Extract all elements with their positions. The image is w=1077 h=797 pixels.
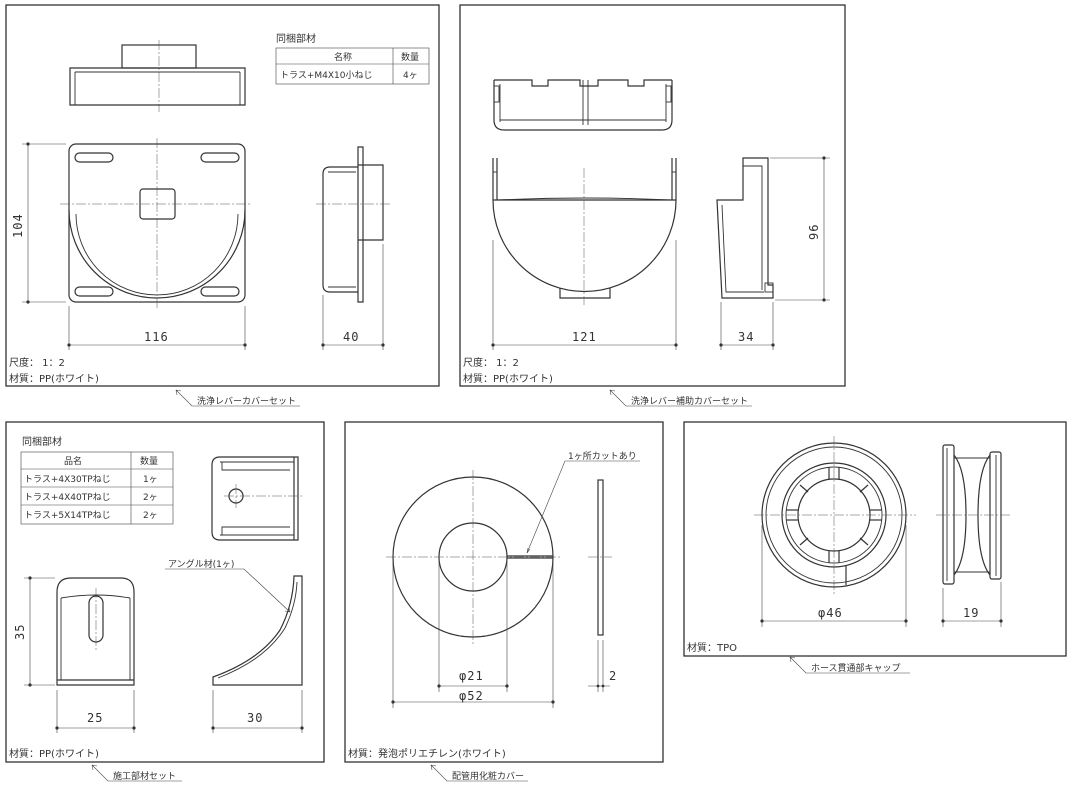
- panel-d-dim-outer-label: φ52: [459, 689, 484, 703]
- panel-d-cut-leader: 1ヶ所カットあり: [526, 451, 640, 554]
- panel-b-front-view: [492, 158, 677, 305]
- panel-a-row-0-name: トラス+M4X10小ねじ: [280, 70, 372, 81]
- panel-a-frame: [5, 4, 440, 387]
- panel-c-dim-depth: 30: [211, 690, 304, 733]
- panel-a-material: 材質：PP(ホワイト): [9, 372, 99, 385]
- panel-d-side-view: [588, 479, 612, 636]
- panel-c-dim-width-label: 25: [87, 711, 103, 725]
- panel-d-callout: 配管用化粧カバー: [430, 764, 528, 782]
- panel-c-angle-leader: アングル材(1ヶ): [165, 558, 291, 613]
- panel-e-callout: ホース貫通部キャップ: [789, 656, 910, 674]
- panel-lever-auxiliary-cover-set: 121 96 34 尺度： 1：2 材質：PP(ホワイト: [459, 4, 846, 407]
- panel-a-dim-height-label: 104: [11, 213, 25, 238]
- panel-a-col-qty: 数量: [401, 51, 419, 63]
- panel-c-callout-label: 施工部材セット: [113, 770, 176, 782]
- panel-e-front-view: [754, 436, 916, 595]
- panel-c-dim-height-label: 35: [13, 624, 27, 640]
- panel-b-side-view: [716, 157, 774, 299]
- panel-d-dim-outer: φ52: [391, 560, 555, 708]
- panel-d-dim-thickness-label: 2: [609, 669, 617, 683]
- panel-a-callout: 洗浄レバーカバーセット: [175, 389, 300, 407]
- panel-c-row-2-name: トラス+5X14TPねじ: [24, 510, 111, 521]
- panel-c-dim-width: 25: [55, 690, 136, 733]
- panel-b-dim-height-label: 96: [807, 224, 821, 240]
- panel-pipe-decorative-cover: 1ヶ所カットあり φ21 φ52 2: [344, 421, 664, 782]
- panel-a-dim-depth-label: 40: [343, 330, 359, 344]
- panel-e-dim-diameter-label: φ46: [818, 606, 843, 620]
- panel-a-side-view: [316, 146, 392, 303]
- panel-a-dim-depth: 40: [321, 244, 385, 350]
- panel-b-material: 材質：PP(ホワイト): [463, 372, 553, 385]
- panel-d-material: 材質：発泡ポリエチレン(ホワイト): [348, 747, 506, 760]
- panel-e-material: 材質：TPO: [687, 641, 737, 654]
- panel-d-dim-inner-label: φ21: [459, 669, 484, 683]
- panel-c-callout: 施工部材セット: [91, 764, 182, 782]
- panel-c-angle-label: アングル材(1ヶ): [168, 558, 234, 570]
- panel-c-row-1-qty: 2ヶ: [143, 493, 158, 503]
- panel-b-dim-depth: 34: [719, 302, 775, 350]
- panel-a-scale: 尺度： 1：2: [9, 356, 65, 369]
- panel-a-front-view: [60, 138, 252, 308]
- panel-a-parts-table: 名称 数量 トラス+M4X10小ねじ 4ヶ: [275, 47, 430, 85]
- panel-c-col-name: 品名: [64, 455, 82, 467]
- panel-d-dim-inner: φ21: [437, 560, 509, 692]
- panel-e-dim-width-label: 19: [963, 606, 979, 620]
- panel-e-dim-width: 19: [941, 582, 1003, 627]
- panel-d-cut-label: 1ヶ所カットあり: [568, 451, 637, 462]
- panel-c-angle-piece: [212, 575, 303, 686]
- panel-c-row-0-name: トラス+4X30TPねじ: [24, 474, 111, 485]
- panel-a-callout-label: 洗浄レバーカバーセット: [197, 395, 296, 407]
- panel-b-top-view: [493, 79, 673, 131]
- panel-c-dim-height: 35: [13, 576, 55, 687]
- panel-c-row-2-qty: 2ヶ: [143, 511, 158, 521]
- panel-c-dim-depth-label: 30: [247, 711, 263, 725]
- panel-b-dim-height: 96: [770, 156, 830, 302]
- panel-c-bracket-top-view: [211, 456, 304, 541]
- panel-d-dim-thickness: 2: [588, 640, 617, 692]
- panel-lever-cover-set: 同梱部材 名称 数量 トラス+M4X10小ねじ 4ヶ: [5, 4, 440, 407]
- panel-a-dim-height: 104: [11, 142, 66, 304]
- panel-b-dim-depth-label: 34: [738, 330, 754, 344]
- panel-b-dim-width: 121: [491, 240, 678, 350]
- panel-c-frame: [5, 421, 325, 763]
- panel-c-bracket-front-view: [56, 577, 135, 686]
- panel-e-side-view: [936, 444, 1010, 585]
- panel-a-col-name: 名称: [334, 51, 352, 63]
- panel-a-dim-width: 116: [67, 306, 247, 350]
- panel-b-frame: [459, 4, 846, 387]
- panel-e-frame: [683, 421, 1067, 657]
- panel-installation-parts-set: 同梱部材 品名 数量 トラス+4X30TPねじ 1ヶ トラス+4X40TPねじ …: [5, 421, 325, 782]
- panel-c-material: 材質：PP(ホワイト): [9, 747, 99, 760]
- panel-a-top-view: [69, 40, 246, 112]
- panel-d-front-view: [386, 470, 562, 645]
- panel-b-callout-label: 洗浄レバー補助カバーセット: [631, 395, 748, 407]
- panel-c-col-qty: 数量: [140, 455, 158, 467]
- panel-hose-penetration-cap: φ46 19 材質：TPO ホース貫通部キャップ: [683, 421, 1067, 674]
- panel-d-frame: [344, 421, 664, 763]
- panel-c-row-0-qty: 1ヶ: [143, 475, 158, 485]
- panel-a-row-0-qty: 4ヶ: [403, 71, 418, 81]
- panel-a-parts-title: 同梱部材: [276, 32, 316, 45]
- panel-a-dim-width-label: 116: [144, 330, 169, 344]
- panel-b-dim-width-label: 121: [572, 330, 597, 344]
- panel-c-row-1-name: トラス+4X40TPねじ: [24, 492, 111, 503]
- panel-b-callout: 洗浄レバー補助カバーセット: [609, 389, 752, 407]
- panel-c-parts-table: 品名 数量 トラス+4X30TPねじ 1ヶ トラス+4X40TPねじ 2ヶ トラ…: [20, 451, 174, 525]
- panel-c-parts-title: 同梱部材: [22, 435, 62, 448]
- panel-e-callout-label: ホース貫通部キャップ: [811, 662, 901, 674]
- panel-e-dim-diameter: φ46: [760, 525, 908, 627]
- panel-b-scale: 尺度： 1：2: [463, 356, 519, 369]
- panel-d-callout-label: 配管用化粧カバー: [452, 770, 524, 782]
